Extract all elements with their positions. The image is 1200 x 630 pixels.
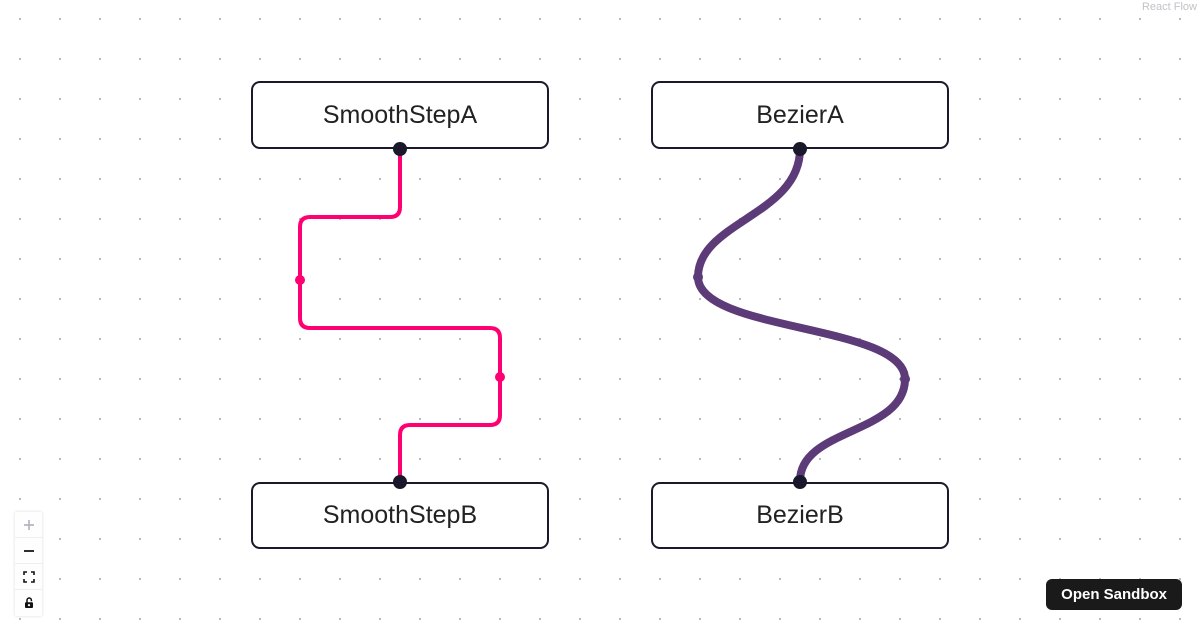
bezier-edge-control-point[interactable] [900, 374, 910, 384]
bezier-edge[interactable] [693, 148, 910, 482]
open-sandbox-button[interactable]: Open Sandbox [1046, 579, 1182, 610]
handle-SmoothStepA[interactable] [393, 142, 407, 156]
node-label: SmoothStepB [322, 501, 478, 529]
node-label: BezierA [756, 100, 844, 129]
handle-SmoothStepB[interactable] [393, 475, 407, 489]
controls-panel [15, 512, 42, 616]
smoothstep-edge-control-point[interactable] [295, 275, 305, 285]
bezier-edge-control-point[interactable] [693, 272, 703, 282]
plus-icon [23, 519, 35, 531]
node-label: BezierB [756, 501, 844, 529]
zoom-in-button[interactable] [15, 512, 42, 538]
node-SmoothStepB[interactable]: SmoothStepB [251, 482, 549, 549]
handle-BezierA[interactable] [793, 142, 807, 156]
node-BezierA[interactable]: BezierA [651, 81, 949, 149]
node-SmoothStepA[interactable]: SmoothStepA [251, 81, 549, 149]
unlock-icon [23, 597, 35, 609]
zoom-out-button[interactable] [15, 538, 42, 564]
smoothstep-edge[interactable] [298, 149, 502, 481]
handle-BezierB[interactable] [793, 475, 807, 489]
react-flow-attribution[interactable]: React Flow [1141, 1, 1197, 13]
toggle-interactivity-button[interactable] [15, 590, 42, 616]
smoothstep-edge-control-point[interactable] [495, 372, 505, 382]
node-BezierB[interactable]: BezierB [651, 482, 949, 549]
node-label: SmoothStepA [322, 100, 478, 129]
fit-view-icon [22, 570, 35, 583]
minus-icon [23, 545, 35, 557]
fit-view-button[interactable] [15, 564, 42, 590]
